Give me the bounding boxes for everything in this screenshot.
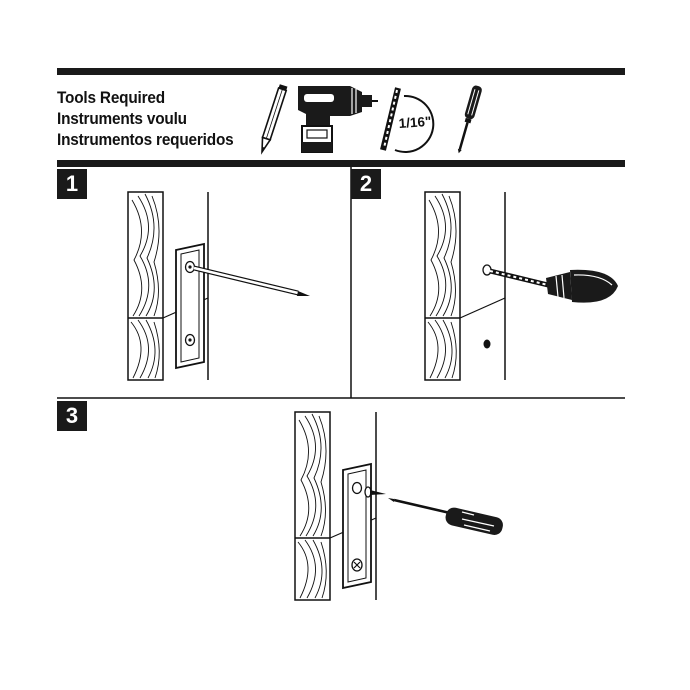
drill-bit-size-label: 1/16": [398, 114, 432, 131]
tools-required-label: Tools Required Instruments voulu Instrum…: [57, 88, 234, 151]
header-bottom-rule: [57, 160, 625, 167]
screwdriver-icon: [457, 85, 482, 154]
step-3-illustration: [294, 411, 503, 601]
tools-label-spanish: Instrumentos requeridos: [57, 131, 234, 149]
pencil-icon: [261, 84, 288, 155]
tools-label-english: Tools Required: [57, 89, 165, 107]
cordless-drill-icon: [298, 86, 378, 153]
step-1-badge: 1: [57, 169, 87, 199]
step-2-badge: 2: [351, 169, 381, 199]
header-top-rule: [57, 68, 625, 75]
step-2-illustration: [424, 191, 618, 381]
tools-label-french: Instruments voulu: [57, 110, 187, 128]
drill-bit-icon: [380, 87, 435, 153]
step-1-illustration: [127, 191, 310, 381]
step-3-badge: 3: [57, 401, 87, 431]
